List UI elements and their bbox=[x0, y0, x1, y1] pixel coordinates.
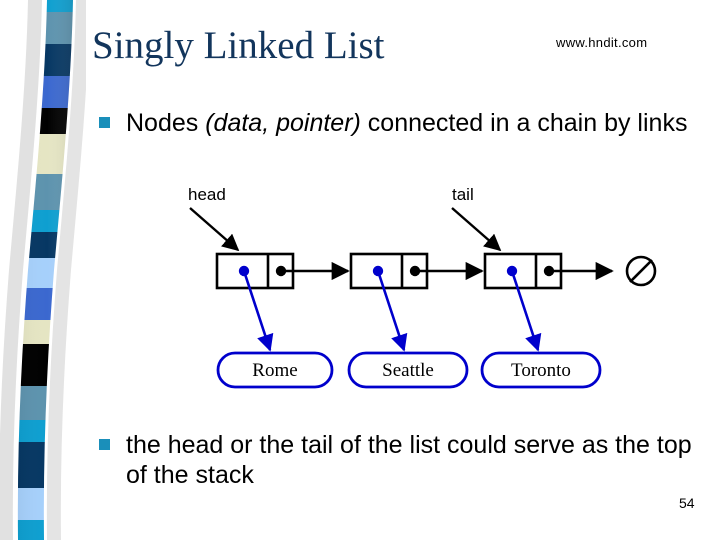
ribbon-band-1 bbox=[17, 12, 73, 44]
page-number: 54 bbox=[679, 495, 695, 511]
list-node-2 bbox=[349, 252, 429, 290]
head-pointer-label: head bbox=[188, 185, 226, 204]
singly-linked-list-diagram: head tail bbox=[160, 178, 680, 400]
linked-list-svg: head tail bbox=[188, 185, 657, 389]
data-link-node-1 bbox=[242, 270, 274, 352]
ribbon-band-0 bbox=[17, 0, 73, 12]
square-bullet-icon bbox=[99, 117, 110, 128]
site-watermark: www.hndit.com bbox=[556, 35, 648, 50]
bullet-item-1: Nodes (data, pointer) connected in a cha… bbox=[99, 108, 699, 138]
data-box-rome-label: Rome bbox=[252, 360, 297, 381]
node-3-data-pointer-dot bbox=[506, 265, 518, 277]
null-symbol-icon bbox=[625, 255, 657, 287]
data-box-rome: Rome bbox=[216, 351, 334, 389]
bullet-item-1-text: Nodes (data, pointer) connected in a cha… bbox=[126, 108, 687, 138]
bullet-1-text-lead: Nodes bbox=[126, 109, 206, 137]
data-box-toronto: Toronto bbox=[480, 351, 602, 389]
data-box-toronto-label: Toronto bbox=[511, 360, 571, 381]
tail-pointer-arrow bbox=[451, 207, 502, 252]
node-3-box bbox=[483, 252, 563, 290]
decorative-color-ribbon bbox=[0, 0, 86, 540]
slide-title: Singly Linked List bbox=[92, 24, 385, 67]
list-node-3 bbox=[483, 252, 563, 290]
ribbon-band-2 bbox=[17, 44, 73, 76]
node-3-next-pointer-dot bbox=[543, 265, 555, 277]
data-link-node-3 bbox=[510, 270, 542, 352]
ribbon-shadow bbox=[0, 0, 86, 540]
data-box-seattle-label: Seattle bbox=[382, 360, 434, 381]
list-node-1 bbox=[215, 252, 295, 290]
bullet-1-text-italic: (data, pointer) bbox=[205, 109, 361, 137]
bullet-item-2-text: the head or the tail of the list could s… bbox=[126, 431, 692, 489]
data-box-seattle: Seattle bbox=[347, 351, 469, 389]
tail-pointer-label: tail bbox=[452, 185, 474, 204]
ribbon-svg bbox=[0, 0, 86, 540]
data-link-node-2 bbox=[376, 270, 408, 352]
square-bullet-icon bbox=[99, 439, 110, 450]
bullet-item-2: the head or the tail of the list could s… bbox=[99, 430, 699, 490]
head-pointer-arrow bbox=[189, 207, 240, 252]
bullet-1-text-tail: connected in a chain by links bbox=[360, 109, 688, 137]
